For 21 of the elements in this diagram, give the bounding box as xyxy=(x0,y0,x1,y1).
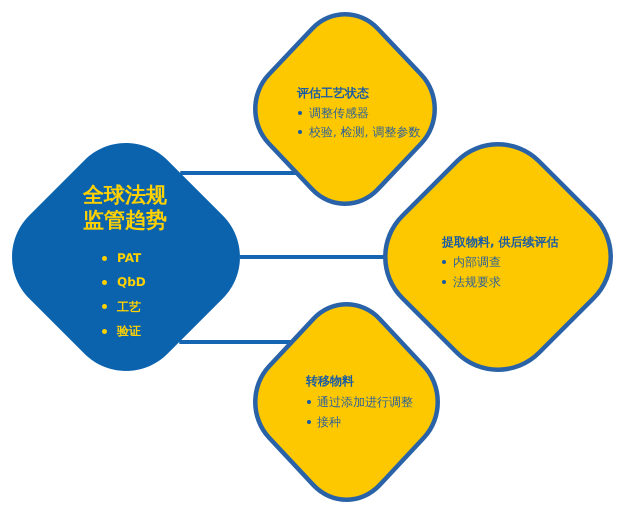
node-heading: 评估工艺状态 xyxy=(297,85,369,102)
bullet-text: 调整传感器 xyxy=(309,104,369,122)
bullet-text: 验证 xyxy=(117,322,141,340)
bullet-text: QbD xyxy=(117,274,146,292)
bullet-text: 内部调查 xyxy=(453,254,501,271)
rounded-diamond xyxy=(253,12,437,206)
connector-line xyxy=(180,171,297,175)
bullet-text: 法规要求 xyxy=(453,274,501,291)
node-heading: 全球法规监管趋势 xyxy=(82,183,168,233)
connector-line xyxy=(240,255,386,259)
node-heading: 转移物料 xyxy=(306,373,354,390)
bullet-text: 接种 xyxy=(317,414,341,431)
bullet-text: 工艺 xyxy=(117,298,141,316)
bullet-text: 通过添加进行调整 xyxy=(317,394,413,411)
bullet-text: PAT xyxy=(117,250,142,267)
node-heading: 提取物料, 供后续评估 xyxy=(442,234,559,251)
bullet-text: 校验, 检测, 调整参数 xyxy=(309,124,420,140)
rounded-diamond xyxy=(253,302,440,502)
rounded-diamond xyxy=(12,143,240,371)
rounded-diamond xyxy=(383,142,613,372)
connector-line xyxy=(179,340,292,344)
